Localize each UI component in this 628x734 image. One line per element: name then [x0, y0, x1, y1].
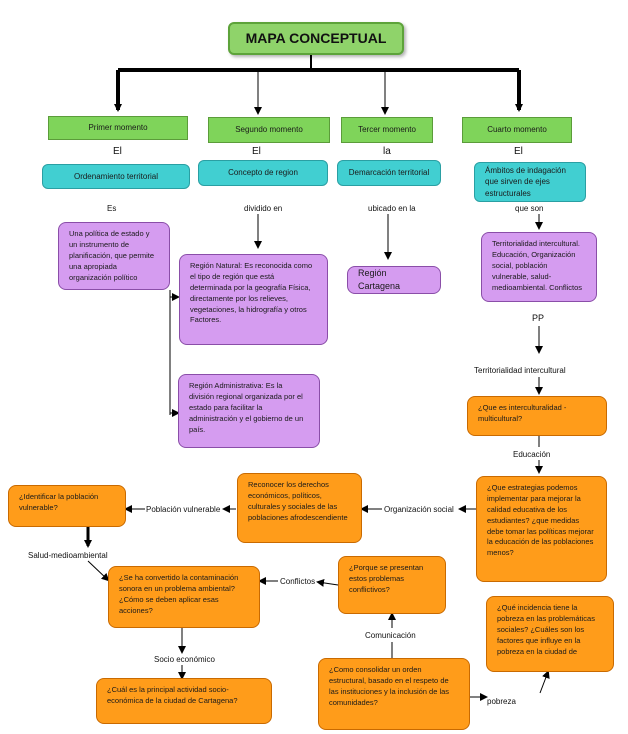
- node-region-cartagena: Región Cartagena: [347, 266, 441, 294]
- concept-ordenamiento: Ordenamiento territorial: [42, 164, 190, 189]
- link-territorialidad: Territorialidad intercultural: [474, 366, 566, 375]
- node-region-natural: Región Natural: Es reconocida como el ti…: [179, 254, 328, 345]
- link-es: Es: [107, 204, 117, 213]
- link-conflictos: Conflictos: [280, 577, 316, 586]
- node-question-intercultural: ¿Que es interculturalidad - multicultura…: [467, 396, 607, 436]
- article-third: la: [383, 146, 391, 157]
- node-question-contaminacion: ¿Se ha convertido la contaminación sonor…: [108, 566, 260, 628]
- link-educacion: Educación: [513, 450, 551, 459]
- article-first: El: [113, 146, 122, 157]
- link-comunicacion: Comunicación: [365, 631, 416, 640]
- node-politica-estado: Una política de estado y un instrumento …: [58, 222, 170, 290]
- node-region-administrativa: Región Administrativa: Es la división re…: [178, 374, 320, 448]
- moment-third: Tercer momento: [341, 117, 433, 143]
- concept-region: Concepto de region: [198, 160, 328, 186]
- node-question-consolida: ¿Como consolidar un orden estructural, b…: [318, 658, 470, 730]
- link-dividido-en: dividido en: [244, 204, 283, 213]
- node-question-incidencia: ¿Qué incidencia tiene la pobreza en las …: [486, 596, 614, 672]
- moment-second: Segundo momento: [208, 117, 330, 143]
- node-ejes-estructurales: Territorialidad intercultural. Educación…: [481, 232, 597, 302]
- link-socio-economico: Socio económico: [154, 655, 215, 664]
- link-pp: PP: [532, 313, 545, 323]
- article-second: El: [252, 146, 261, 157]
- link-que-son: que son: [515, 204, 544, 213]
- node-question-actividad: ¿Cuál es la principal actividad socio-ec…: [96, 678, 272, 724]
- moment-first: Primer momento: [48, 116, 188, 140]
- article-fourth: El: [514, 146, 523, 157]
- link-pobreza: pobreza: [487, 697, 516, 706]
- map-title: MAPA CONCEPTUAL: [228, 22, 404, 55]
- node-question-conflictos: ¿Porque se presentan estos problemas con…: [338, 556, 446, 614]
- node-reconocer-derechos: Reconocer los derechos económicos, polít…: [237, 473, 362, 543]
- link-ubicado-en-la: ubicado en la: [368, 204, 416, 213]
- concept-demarcacion: Demarcación territorial: [337, 160, 441, 186]
- link-organizacion-social: Organización social: [384, 505, 454, 514]
- node-question-identificar: ¿Identificar la población vulnerable?: [8, 485, 126, 527]
- moment-fourth: Cuarto momento: [462, 117, 572, 143]
- link-salud-medioambiental: Salud-medioambiental: [28, 551, 108, 560]
- node-question-estrategias: ¿Que estrategias podemos implementar par…: [476, 476, 607, 582]
- link-poblacion-vulnerable: Población vulnerable: [146, 505, 221, 514]
- concept-ambitos: Ámbitos de indagación que sirven de ejes…: [474, 162, 586, 202]
